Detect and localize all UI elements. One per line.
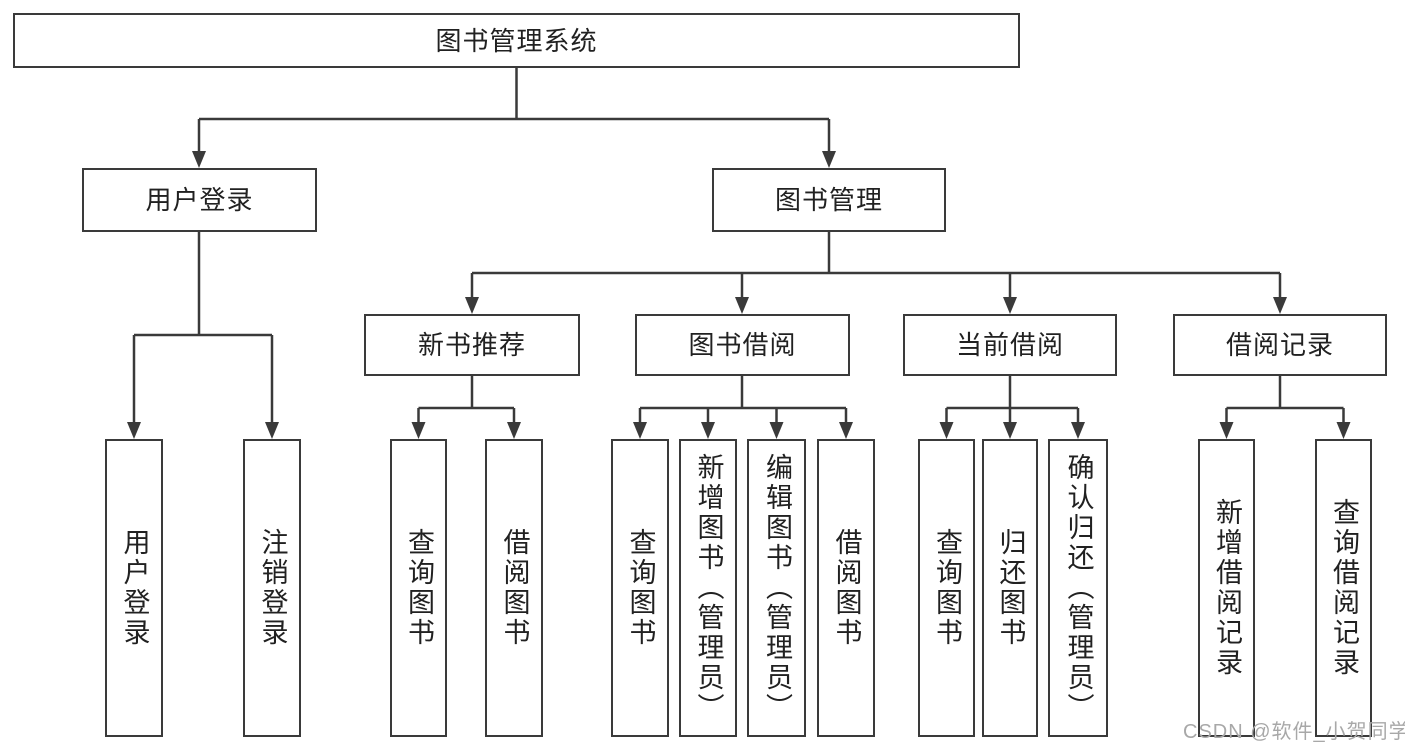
leaf-label: 新增图书（管理员） <box>693 453 724 723</box>
leaf-label: 查询借阅记录 <box>1329 498 1359 678</box>
leaf-label: 归还图书 <box>995 528 1026 648</box>
leaf-logout: 注销登录 <box>243 439 301 737</box>
node-user-login: 用户登录 <box>82 168 317 232</box>
leaf-label: 注销登录 <box>257 528 288 648</box>
leaf-add-borrow-record: 新增借阅记录 <box>1198 439 1255 737</box>
leaf-label: 查询图书 <box>625 528 656 648</box>
leaf-label: 借阅图书 <box>831 528 862 648</box>
leaf-label: 用户登录 <box>119 528 150 648</box>
leaf-confirm-return-admin: 确认归还（管理员） <box>1048 439 1108 737</box>
node-borrowing-records: 借阅记录 <box>1173 314 1387 376</box>
node-book-borrowing: 图书借阅 <box>635 314 850 376</box>
leaf-label: 查询图书 <box>404 528 434 648</box>
node-label: 图书管理 <box>774 185 883 215</box>
leaf-user-login: 用户登录 <box>105 439 163 737</box>
node-library-management-system: 图书管理系统 <box>13 13 1020 68</box>
leaf-label: 查询图书 <box>932 528 962 648</box>
node-book-management: 图书管理 <box>712 168 946 232</box>
node-label: 图书借阅 <box>688 330 797 360</box>
leaf-label: 借阅图书 <box>499 528 530 648</box>
leaf-query-books-current: 查询图书 <box>918 439 975 737</box>
csdn-watermark: CSDN @软件_小贺同学 <box>1183 721 1405 743</box>
leaf-query-books-borrowing: 查询图书 <box>611 439 669 737</box>
node-current-borrowing: 当前借阅 <box>903 314 1117 376</box>
leaf-return-books: 归还图书 <box>982 439 1038 737</box>
node-label: 图书管理系统 <box>435 25 598 56</box>
node-label: 新书推荐 <box>417 330 526 360</box>
node-label: 当前借阅 <box>955 330 1064 360</box>
leaf-label: 编辑图书（管理员） <box>762 453 792 723</box>
leaf-add-book-admin: 新增图书（管理员） <box>679 439 737 737</box>
leaf-query-books-recommend: 查询图书 <box>390 439 447 737</box>
leaf-edit-book-admin: 编辑图书（管理员） <box>747 439 806 737</box>
leaf-borrow-books: 借阅图书 <box>817 439 875 737</box>
leaf-label: 确认归还（管理员） <box>1063 453 1094 723</box>
leaf-label: 新增借阅记录 <box>1212 498 1242 678</box>
node-new-book-recommendation: 新书推荐 <box>364 314 580 376</box>
leaf-query-borrow-record: 查询借阅记录 <box>1315 439 1372 737</box>
node-label: 借阅记录 <box>1225 330 1334 360</box>
leaf-borrow-books-recommend: 借阅图书 <box>485 439 543 737</box>
node-label: 用户登录 <box>145 185 254 215</box>
